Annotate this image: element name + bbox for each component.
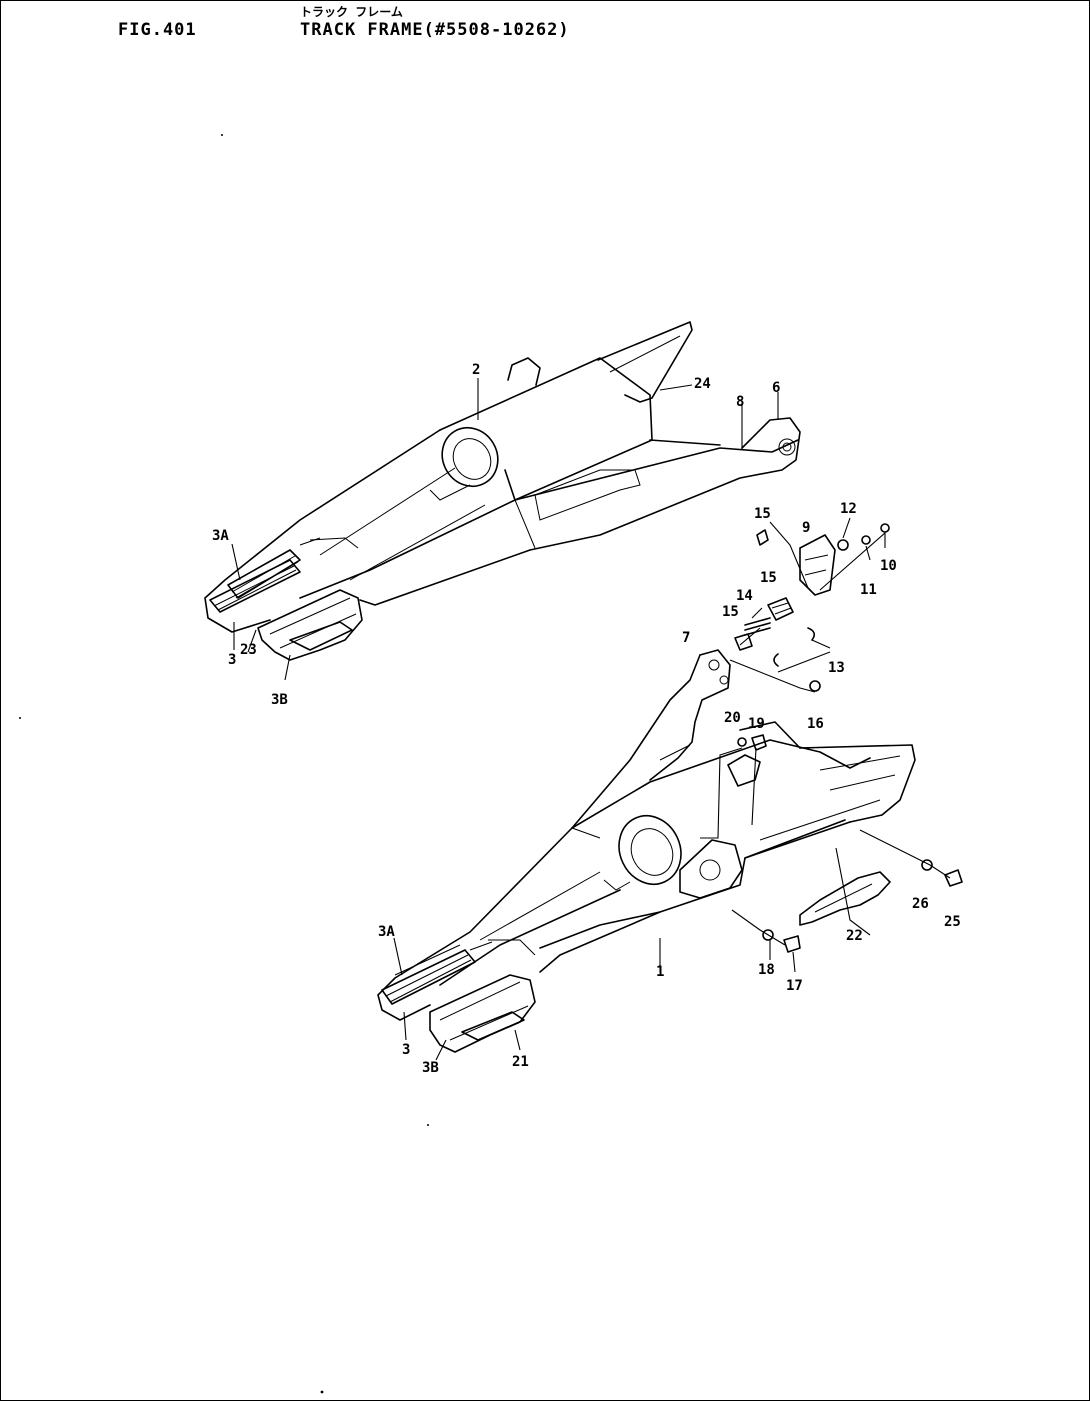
drawing-title: TRACK FRAME(#5508-10262) (300, 20, 570, 40)
callout-26: 26 (912, 896, 929, 912)
callout-14: 14 (736, 588, 753, 604)
callout-8: 8 (736, 394, 744, 410)
callout-25: 25 (944, 914, 961, 930)
pin-16 (809, 680, 821, 692)
callout-13: 13 (828, 660, 845, 676)
bolt-15a (756, 529, 769, 546)
nut-12 (837, 539, 849, 551)
callout-17: 17 (786, 978, 803, 994)
callout-3b-upper: 3B (271, 692, 288, 708)
callout-15-c: 15 (722, 604, 739, 620)
small-part-callouts: 15 9 12 10 11 15 14 15 13 7 16 (682, 501, 897, 732)
spring-15b (767, 597, 794, 621)
callout-24: 24 (694, 376, 711, 392)
shim-14 (744, 617, 771, 636)
scan-specks (19, 134, 429, 1394)
lower-track-frame (377, 649, 963, 1053)
clip-13a (807, 627, 816, 641)
callout-19: 19 (748, 716, 765, 732)
bolt-10 (880, 523, 890, 533)
callout-15-a: 15 (754, 506, 771, 522)
callout-9: 9 (802, 520, 810, 536)
callout-2: 2 (472, 362, 480, 378)
callout-11: 11 (860, 582, 877, 598)
callout-3-upper: 3 (228, 652, 236, 668)
callout-3a-upper: 3A (212, 528, 229, 544)
lower-callouts: 20 19 26 25 22 18 17 1 3A 3 3B 21 (378, 710, 961, 1076)
callout-15-b: 15 (760, 570, 777, 586)
callout-20: 20 (724, 710, 741, 726)
callout-12: 12 (840, 501, 857, 517)
callout-16: 16 (807, 716, 824, 732)
small-parts-group (729, 517, 890, 693)
callout-3b-lower: 3B (422, 1060, 439, 1076)
upper-track-frame (204, 321, 801, 661)
bolt-15c (734, 633, 753, 651)
title-japanese: トラック フレーム (300, 5, 403, 19)
callout-10: 10 (880, 558, 897, 574)
callout-1: 1 (656, 964, 664, 980)
washer-11 (861, 535, 871, 545)
callout-3-lower: 3 (402, 1042, 410, 1058)
bracket-9 (799, 534, 836, 596)
callout-3a-lower: 3A (378, 924, 395, 940)
callout-21: 21 (512, 1054, 529, 1070)
callout-22: 22 (846, 928, 863, 944)
callout-23: 23 (240, 642, 257, 658)
callout-18: 18 (758, 962, 775, 978)
upper-callouts: 2 24 8 6 3A 3 23 3B (212, 362, 780, 708)
figure-number: FIG.401 (118, 20, 197, 40)
callout-6: 6 (772, 380, 780, 396)
callout-7: 7 (682, 630, 690, 646)
clip-13b (773, 653, 779, 667)
